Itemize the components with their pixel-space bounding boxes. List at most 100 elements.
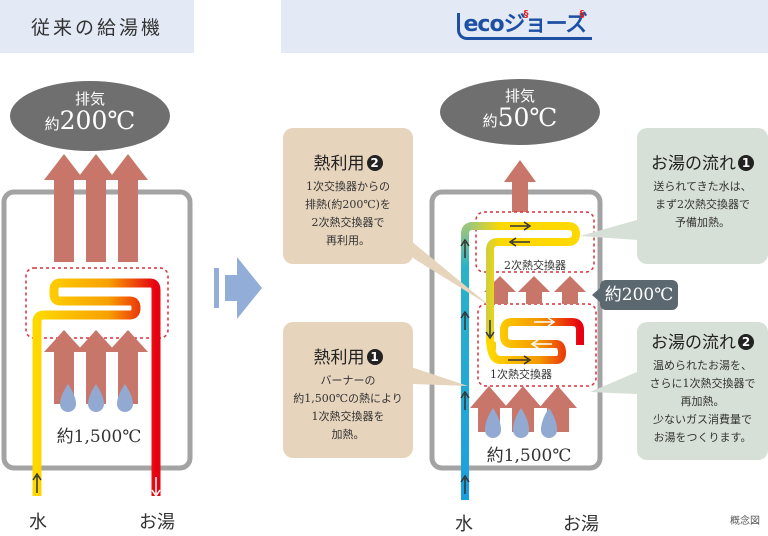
callout-line: さらに1次熱交換器で (649, 377, 756, 390)
callout-title: 熱利用 (313, 348, 365, 368)
number-badge: 2 (738, 334, 754, 350)
flow-arrows (460, 221, 532, 494)
callout-line: 排熱(約200℃)を (305, 198, 391, 211)
burner-flames (60, 384, 133, 412)
callout-line: 少ないガス消費量で (653, 413, 752, 426)
flame-icon (117, 384, 133, 412)
number-badge: 2 (366, 155, 383, 171)
callout-line: 再利用。 (326, 234, 370, 247)
primary-coil (486, 318, 584, 364)
callout-line: まず2次熱交換器で (655, 198, 750, 211)
callout-title: 熱利用 (313, 154, 365, 174)
callout-line: 1次熱交換器を (311, 410, 385, 423)
heat-arrow (504, 386, 542, 432)
secondary-exchanger-label: 2次熱交換器 (504, 259, 566, 272)
flow-1-pointer (580, 220, 637, 240)
callout-line: 1次交換器からの (306, 180, 390, 193)
heat-use-1-pointer (405, 365, 468, 386)
exhaust-label: 排気 (74, 90, 105, 108)
steam-icon: § (523, 9, 529, 20)
exhaust-temp: 50℃ (497, 103, 558, 132)
heat-arrow (554, 276, 586, 304)
exhaust-arrow (76, 154, 116, 262)
ecojozu-logo: § § ecoジョーズ (456, 9, 593, 40)
flow-right-arrow-icon (534, 317, 556, 327)
conventional-heater (1, 81, 193, 498)
callout-line: 2次熱交換器で (311, 216, 385, 229)
flame-icon (485, 408, 501, 438)
callout-line: 予備加熱。 (675, 216, 730, 229)
secondary-exchanger-zone (475, 211, 595, 273)
temp-callout-pointer (592, 288, 600, 302)
flame-icon (541, 408, 557, 438)
burner-heat-arrows (44, 330, 148, 404)
flow-down-arrow-icon (151, 477, 161, 498)
flow-up-arrow-icon (32, 472, 42, 493)
number-badge: 1 (366, 349, 383, 365)
callout-title: お湯の流れ (651, 154, 736, 174)
callout-line: 送られてきた水は、 (653, 180, 752, 193)
exhaust-arrow (44, 154, 84, 262)
flow-up-arrow-icon (460, 310, 470, 330)
hot-flow-arrows (530, 317, 585, 498)
primary-exchanger-label: 1次熱交換器 (490, 368, 552, 381)
eco-burner-temp: 約1,500℃ (486, 446, 572, 466)
eco-hot-water-label: お湯 (563, 514, 599, 535)
exhaust-arrow (108, 154, 148, 262)
callout-line: 温められたお湯を、 (653, 359, 752, 372)
flame-icon (88, 384, 104, 412)
heat-arrow (518, 276, 550, 304)
footnote: 概念図 (730, 516, 760, 527)
exhaust-prefix: 約 (44, 115, 60, 133)
callout-line: 加熱。 (331, 428, 365, 441)
exhaust-arrows (44, 154, 148, 262)
exhaust-bubble (10, 81, 170, 151)
conventional-burner-temp: 約1,500℃ (56, 427, 142, 447)
callout-line: 約1,500℃の熱により (293, 392, 403, 405)
flow-up-arrow-icon (460, 390, 470, 410)
recovered-heat-arrows (484, 276, 586, 304)
eco-water-label: 水 (455, 514, 473, 535)
heat-arrow (76, 330, 116, 404)
burner-flames (485, 408, 557, 438)
flow-down-arrow-icon (575, 390, 585, 410)
transition-arrow-icon (214, 257, 262, 319)
cold-water-pipe (461, 222, 484, 500)
flow-up-arrow-icon (460, 474, 470, 494)
flow-down-arrow-icon (575, 350, 585, 370)
flow-down-arrow-icon (575, 478, 585, 498)
mid-temp-callout: 約200℃ (600, 280, 678, 310)
heat-use-2-pointer (405, 236, 490, 306)
logo-text: ecoジョーズ (463, 12, 588, 37)
flow-left-arrow-icon (530, 339, 552, 349)
exhaust-prefix: 約 (482, 112, 498, 130)
heat-arrow (108, 330, 148, 404)
exhaust-label: 排気 (504, 87, 535, 105)
heat-exchanger-coil (32, 278, 161, 496)
number-badge: 1 (738, 155, 754, 171)
callout-line: 再加熱。 (680, 395, 725, 408)
conventional-exhaust-text: 排気 約200℃ (40, 90, 140, 137)
conventional-title: 従来の給湯機 (30, 17, 163, 39)
heat-exchanger-zone (25, 267, 169, 339)
flame-icon (513, 408, 529, 438)
heat-arrow (44, 330, 84, 404)
callout-line: バーナーの (320, 374, 376, 387)
exhaust-bubble (440, 79, 600, 145)
eco-exhaust-text: 排気 約50℃ (470, 87, 570, 134)
flow-right-arrow-icon (510, 221, 532, 231)
flow-right-arrow-icon (508, 355, 532, 365)
callout-title: お湯の流れ (651, 333, 736, 353)
steam-icon: § (579, 9, 585, 20)
exhaust-arrow (504, 160, 536, 212)
flow-left-arrow-icon (508, 237, 530, 247)
eco-heater (429, 79, 603, 500)
conventional-hot-water-label: お湯 (139, 512, 175, 533)
eco-header: § § ecoジョーズ (281, 0, 768, 53)
exhaust-temp: 200℃ (59, 106, 136, 135)
flame-icon (60, 384, 76, 412)
